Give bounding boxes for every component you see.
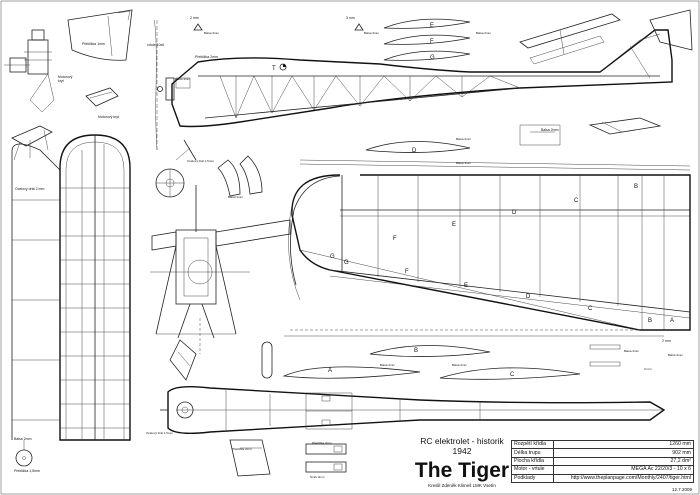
svg-text:Balsa 2mm: Balsa 2mm <box>456 137 472 141</box>
fuselage-top-view <box>160 385 666 435</box>
rib-label-d-lower: D <box>526 294 531 300</box>
front-view <box>150 185 291 379</box>
rib-label-d-wing: D <box>512 210 517 216</box>
strut-leg <box>169 339 197 381</box>
spec-value: 902 mm <box>552 448 695 458</box>
note-prop: vrtule 10x6 <box>147 43 164 47</box>
note-3mm-a: 3 mm <box>346 16 355 20</box>
stabilizer-outline <box>11 143 61 440</box>
rib-label-f-top: F <box>430 39 434 45</box>
rib-label-b-wing: B <box>634 184 638 190</box>
note-2mm-a: 2 mm <box>190 16 199 20</box>
cowl-sketch <box>85 87 119 107</box>
spec-label: Délka trupu <box>511 448 554 458</box>
svg-text:Balsa 4mm: Balsa 4mm <box>624 349 640 353</box>
svg-text:Ocelový drát 1,5mm: Ocelový drát 1,5mm <box>187 159 214 163</box>
author-credit: Kreslil Zdeněk Klimeš LMK Vsetín <box>428 483 496 488</box>
note-motor: Motorový <box>58 75 73 79</box>
svg-text:Překližka 2mm: Překližka 2mm <box>232 447 252 451</box>
rib-label-e-top: E <box>430 23 434 29</box>
spec-value: MEGA Ac 22/20/3 - 10 x 6 <box>552 465 695 475</box>
rib-label-b-bottom: B <box>414 348 418 354</box>
svg-text:2 mm: 2 mm <box>662 339 671 343</box>
spec-label: Motor - vrtule <box>511 465 554 475</box>
rib-label-b-lower: B <box>648 318 652 324</box>
spec-label: Rozpětí křídla <box>511 439 554 450</box>
svg-text:Balsa 3mm: Balsa 3mm <box>456 161 472 165</box>
note-cowl-ply: Překližka 1mm <box>82 42 105 46</box>
spec-value: http://www.theplanpage.com/Monthly/2407/… <box>552 473 695 483</box>
spec-value: 1260 mm <box>552 439 695 450</box>
small-parts-bottom <box>229 439 347 477</box>
svg-text:Balsa 3mm: Balsa 3mm <box>668 353 684 357</box>
svg-text:Balsa 3mm: Balsa 3mm <box>204 31 220 35</box>
svg-text:Balsa 3mm: Balsa 3mm <box>228 195 244 199</box>
note-wire-fuselage: Ocelový drát 1,5mm <box>146 431 173 435</box>
fuselage-marker-label: T <box>272 66 276 72</box>
tail-parts-top-right <box>519 9 693 65</box>
svg-text:Smrk 3mm: Smrk 3mm <box>310 475 325 479</box>
svg-text:Balsa 2mm: Balsa 2mm <box>476 31 492 35</box>
triangle-markers <box>193 23 364 31</box>
strip-part-1 <box>589 344 621 350</box>
note-former-ply: Překližka 2mm <box>195 55 218 59</box>
sheet-date: 12.7.2009 <box>672 487 693 492</box>
plan-subtitle: RC elektrolet - historik 1942 <box>420 436 504 456</box>
rib-label-f-lower: F <box>405 269 409 275</box>
svg-text:Balsa 2mm: Balsa 2mm <box>541 128 559 132</box>
rib-label-g-top: G <box>430 55 435 61</box>
note-nose-balsa: Balsa 3mm <box>175 77 191 81</box>
rib-set-bottom <box>282 345 581 380</box>
tailwheel-detail <box>15 440 33 467</box>
strip-part-2 <box>589 361 621 367</box>
rib-label-d-top: D <box>412 148 417 154</box>
note-balsa-wheel: Balsa 2mm <box>14 437 32 441</box>
rib-label-e-wing: E <box>452 222 456 228</box>
fuselage-side-view <box>153 19 673 151</box>
spar-strip <box>299 159 691 167</box>
rib-label-c-lower: C <box>588 306 593 312</box>
title-block: RC elektrolet - historik 1942 The Tiger … <box>412 436 512 492</box>
cowl-template <box>67 9 133 61</box>
svg-text:Balsa 2mm: Balsa 2mm <box>380 363 396 367</box>
rib-label-c-wing: C <box>574 198 579 204</box>
spec-label: Plocha křídla <box>511 456 554 467</box>
small-parts-right <box>519 117 662 146</box>
wing-plan <box>284 174 691 337</box>
spec-value: 27,2 dm² <box>552 456 695 467</box>
note-wire-wing: Ocelový drát 2 mm <box>15 187 44 191</box>
svg-text:Překližka 2mm: Překližka 2mm <box>312 441 332 445</box>
model-name: The Tiger <box>414 459 510 482</box>
wing-top-view <box>59 134 131 441</box>
gear-leg-sketches <box>175 139 263 197</box>
rib-d-top <box>365 141 471 153</box>
rib-set-top <box>383 18 471 61</box>
gear-sketch-left <box>11 125 53 161</box>
rib-label-a-bottom: A <box>328 368 332 374</box>
rib-label-g-wing1: G <box>330 254 335 260</box>
rib-label-e-lower: E <box>464 283 468 289</box>
note-cowl: Motorový kryt <box>98 115 119 119</box>
motor-mount-detail <box>4 29 55 113</box>
spec-label: Podklady <box>511 473 554 483</box>
note-ply-wheel: Překližka 1,5mm <box>14 469 40 473</box>
rib-label-c-bottom: C <box>510 372 515 378</box>
svg-text:Balsa 2mm: Balsa 2mm <box>452 363 468 367</box>
svg-text:3 mm: 3 mm <box>644 367 652 371</box>
rib-label-g-wing2: G <box>344 260 349 266</box>
svg-text:kryt: kryt <box>58 79 64 83</box>
svg-text:Balsa 3mm: Balsa 3mm <box>364 31 380 35</box>
rib-label-f-wing: F <box>393 236 397 242</box>
rib-label-a-lower: A <box>670 318 674 324</box>
